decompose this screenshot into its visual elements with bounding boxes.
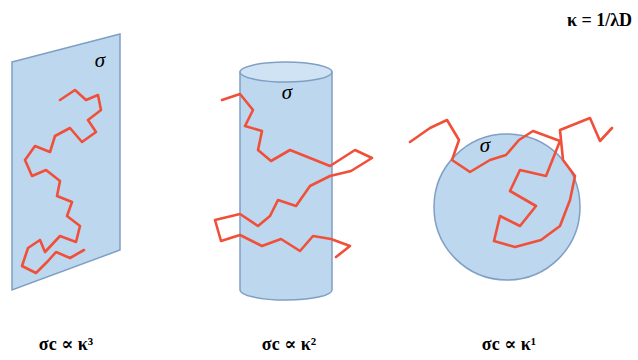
scaling-law: σc ∝ κ³ <box>39 335 93 353</box>
surface-charge-symbol: σ <box>95 50 105 71</box>
sphere-surface-outline <box>431 131 583 283</box>
scaling-law: σc ∝ κ² <box>262 335 316 353</box>
surface-charge-symbol: σ <box>282 82 292 103</box>
cylinder-surface: σ <box>236 58 336 303</box>
plane-surface: σ <box>8 30 126 295</box>
polymer-chain <box>410 118 612 247</box>
debye-relation: κ = 1/λD <box>567 11 632 29</box>
scaling-law: σc ∝ κ¹ <box>482 335 536 353</box>
polymer-chain <box>22 90 101 273</box>
surface-charge-symbol: σ <box>480 135 490 156</box>
sphere-surface: σ <box>431 131 583 283</box>
polymer-chain <box>215 94 372 257</box>
plane-surface-outline <box>8 30 126 295</box>
